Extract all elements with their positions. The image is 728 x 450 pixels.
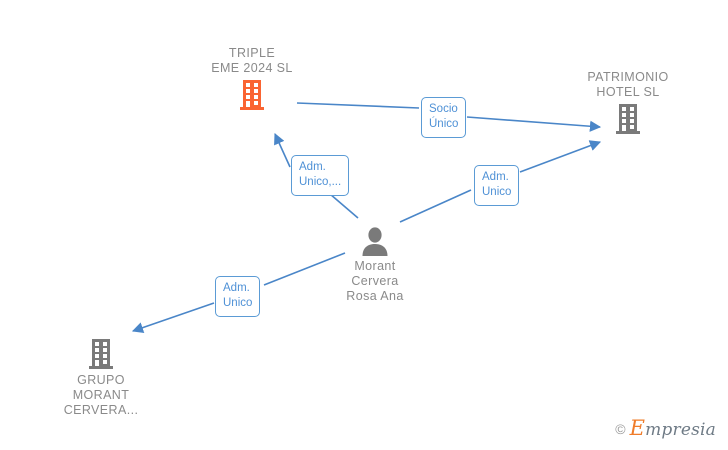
node-label-patrimonio-hotel: PATRIMONIO HOTEL SL xyxy=(587,70,669,99)
node-triple-eme[interactable]: TRIPLE EME 2024 SL xyxy=(192,46,312,111)
copyright-icon: © xyxy=(615,420,626,437)
brand-name: Empresia xyxy=(630,418,716,439)
building-icon xyxy=(568,103,688,135)
edge-triple-to-patrimonio xyxy=(296,102,602,132)
edge-person-to-triple xyxy=(274,132,359,219)
edge-person-to-grupo xyxy=(131,252,346,333)
node-label-morant-cervera-rosa-ana: Morant Cervera Rosa Ana xyxy=(346,259,404,303)
brand-rest: mpresia xyxy=(645,420,716,440)
building-icon xyxy=(41,338,161,370)
node-grupo-morant[interactable]: GRUPO MORANT CERVERA... xyxy=(41,338,161,418)
edge-person-to-patrimonio xyxy=(399,140,602,223)
person-icon xyxy=(315,224,435,256)
edge-label-adm-unico-triple[interactable]: Adm. Unico,... xyxy=(291,155,350,196)
watermark: © Empresia xyxy=(615,418,716,439)
edge-label-adm-unico-grupo[interactable]: Adm. Unico xyxy=(215,276,261,317)
building-icon xyxy=(192,79,312,111)
edge-label-adm-unico-patrimonio[interactable]: Adm. Unico xyxy=(474,165,520,206)
node-label-grupo-morant: GRUPO MORANT CERVERA... xyxy=(63,373,139,417)
node-morant-cervera-rosa-ana[interactable]: Morant Cervera Rosa Ana xyxy=(315,224,435,304)
node-patrimonio-hotel[interactable]: PATRIMONIO HOTEL SL xyxy=(568,70,688,135)
brand-initial: E xyxy=(629,416,646,440)
node-label-triple-eme: TRIPLE EME 2024 SL xyxy=(211,46,293,75)
edge-label-socio-unico[interactable]: Socio Único xyxy=(421,97,467,138)
